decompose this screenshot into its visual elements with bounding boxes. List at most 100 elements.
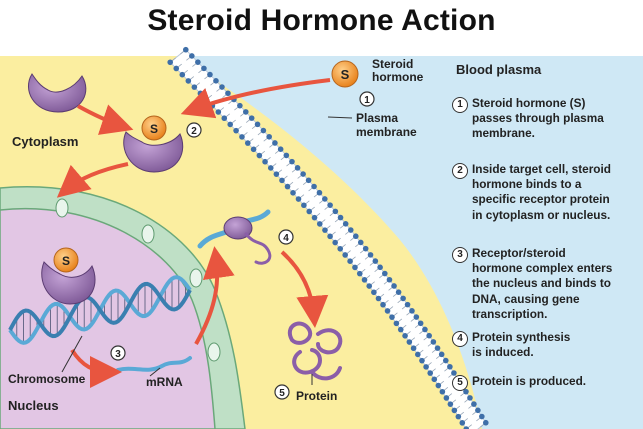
label-chromosome: Chromosome — [8, 372, 86, 386]
lipid-head — [248, 115, 255, 121]
step-marker-5: 5 — [279, 388, 285, 399]
lipid-head — [347, 258, 353, 265]
lipid-head — [244, 140, 251, 146]
step-marker-4: 4 — [283, 233, 289, 244]
lipid-head — [400, 295, 406, 302]
step-marker-2: 2 — [191, 126, 197, 137]
lipid-head — [195, 59, 201, 65]
lipid-head — [179, 71, 186, 78]
step-marker-3: 3 — [115, 349, 121, 360]
label-nucleus: Nucleus — [8, 398, 59, 413]
lipid-head — [213, 78, 219, 84]
lipid-head — [221, 115, 228, 122]
arrow-transcription — [70, 348, 122, 388]
lipid-head — [451, 407, 458, 414]
lipid-head — [417, 320, 424, 327]
polypeptide-chain — [244, 232, 272, 265]
lipid-head — [377, 264, 383, 271]
lipid-head — [215, 109, 222, 115]
lipid-head — [442, 357, 449, 364]
lipid-head — [382, 270, 388, 277]
lipid-head — [389, 314, 395, 320]
lipid-head — [279, 177, 285, 184]
lipid-head — [256, 152, 263, 159]
lipid-head — [342, 220, 349, 227]
lipid-head — [322, 196, 328, 202]
lipid-head — [284, 183, 291, 190]
protein-coil — [288, 321, 343, 381]
lipid-head — [443, 395, 450, 401]
step-number-5: 5 — [452, 375, 468, 391]
lipid-head — [397, 326, 404, 333]
receptor-in-cytoplasm — [123, 131, 184, 173]
step-text-1: Steroid hormone (S)passes through plasma… — [472, 96, 604, 141]
lipid-head — [386, 276, 393, 283]
lipid-head — [290, 190, 296, 196]
lipid-head — [423, 364, 429, 370]
lipid-head — [395, 289, 402, 295]
hormone-symbol-1: S — [341, 67, 350, 82]
step-number-1: 1 — [452, 97, 468, 113]
lipid-head — [294, 165, 301, 171]
lipid-head — [431, 376, 438, 383]
lipid-head — [260, 127, 267, 134]
lipid-head — [207, 71, 213, 78]
step-number-2: 2 — [452, 163, 468, 179]
arrow-translation — [280, 250, 329, 328]
lipid-head — [384, 308, 391, 314]
lipid-head — [434, 345, 441, 351]
step-number-3: 3 — [452, 247, 468, 263]
lipid-head — [322, 227, 328, 233]
lipid-head — [447, 363, 453, 370]
lipid-head — [371, 289, 377, 296]
receptor-in-nucleus — [41, 261, 96, 305]
lipid-head — [367, 252, 374, 258]
lipid-head — [242, 109, 249, 115]
lipid-head — [372, 258, 379, 264]
lipid-head — [467, 395, 473, 401]
lipid-head — [327, 202, 333, 208]
label-protein: Protein — [296, 389, 337, 403]
lipid-head — [197, 90, 204, 97]
lipid-head — [471, 401, 477, 407]
lipid-head — [413, 314, 420, 320]
lipid-head — [438, 351, 445, 358]
lipid-head — [422, 326, 428, 333]
lipid-head — [402, 333, 408, 339]
hormone-symbol-2: S — [150, 122, 158, 136]
lipid-head — [362, 245, 369, 252]
lipid-head — [283, 152, 290, 159]
lipid-head — [404, 301, 411, 308]
label-mrna: mRNA — [146, 375, 183, 389]
step-marker-1: 1 — [364, 95, 370, 106]
lipid-head — [482, 419, 489, 426]
lipid-head — [289, 158, 295, 165]
lipid-head — [267, 165, 274, 171]
step-markers: 1 2 3 4 5 — [110, 91, 375, 400]
lipid-head — [273, 171, 280, 177]
hormone-symbol-3: S — [62, 254, 70, 268]
lipid-head — [300, 171, 306, 177]
lipid-head — [201, 65, 207, 72]
step-number-4: 4 — [452, 331, 468, 347]
lipid-head — [447, 401, 454, 407]
lipid-head — [426, 332, 432, 339]
lipid-head — [327, 233, 333, 240]
lipid-head — [459, 420, 466, 426]
lipid-head — [463, 426, 470, 429]
lipid-head — [332, 239, 338, 246]
lipid-head — [225, 90, 231, 97]
lipid-head — [409, 308, 415, 314]
lipid-head — [451, 370, 457, 376]
lipid-head — [430, 339, 437, 345]
lipid-head — [352, 233, 359, 240]
arrow-to-nucleus — [56, 162, 129, 198]
free-receptor-protein — [27, 73, 87, 113]
lipid-head — [203, 96, 210, 103]
lipid-head — [239, 134, 245, 140]
